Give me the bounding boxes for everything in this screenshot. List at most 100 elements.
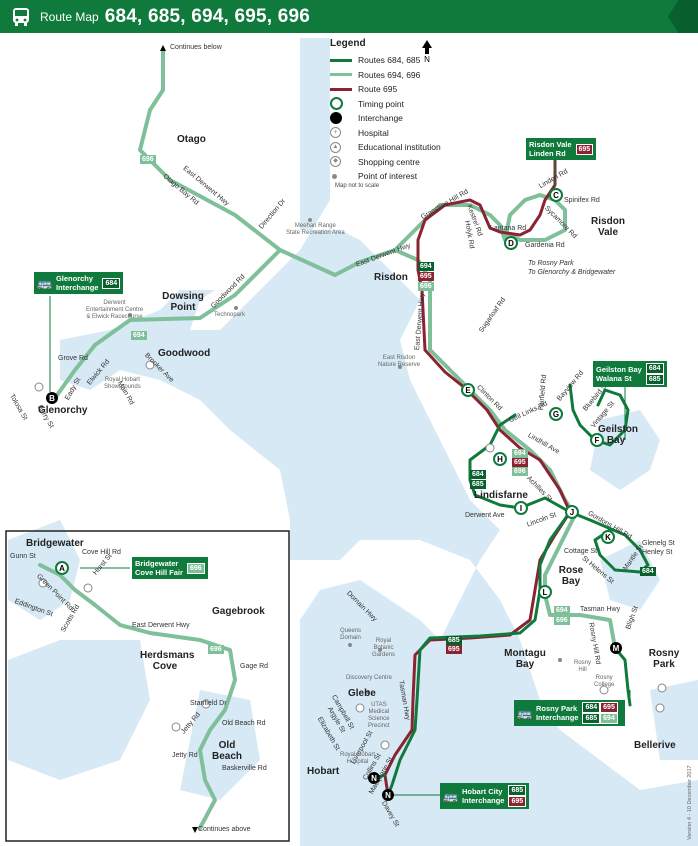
street-cove-hill-rd: Cove Hill Rd [82, 549, 121, 556]
route-chip-695-risdon: 695 [418, 272, 434, 281]
glenorchy-interchange-box[interactable]: 🚌 Glenorchy Interchange 684 [34, 272, 124, 294]
hospital-icon: + [330, 127, 341, 139]
legend-label: Educational institution [358, 142, 441, 153]
timing-point-i[interactable]: I [514, 501, 528, 515]
poi-discovery-centre: Discovery Centre [346, 675, 393, 681]
svg-text:N: N [385, 791, 391, 800]
route-chip: 685 [508, 785, 527, 796]
suburb-gagebrook: Gagebrook [212, 606, 265, 617]
timing-point-b[interactable]: B [46, 392, 58, 404]
suburb-lindisfarne: Lindisfarne [474, 490, 528, 501]
legend-row-hospital: +Hospital [330, 126, 441, 141]
shopping-icon: ◆ [330, 156, 341, 168]
route-chip: 684 [645, 363, 664, 374]
legend-row-poi: Point of interest [330, 169, 441, 184]
poi-queens-domain: Queens Domain [340, 628, 362, 641]
legend-row-timing: Timing point [330, 97, 441, 112]
legend-label: Route 695 [358, 84, 398, 95]
timing-point-l[interactable]: L [538, 585, 552, 599]
continues-below-label: Continues below [170, 44, 222, 51]
svg-text:A: A [59, 564, 65, 573]
poi-rosny-hill: Rosny Hill [574, 660, 592, 673]
interchange-name: Bridgewater Cove Hill Fair [135, 559, 183, 577]
timing-point-n2[interactable]: N [382, 789, 394, 801]
route-chip-694-lindisfarne: 694 [512, 449, 528, 458]
suburb-herdsmans-cove: Herdsmans Cove [140, 650, 195, 672]
suburb-risdon-vale: Risdon Vale [591, 216, 625, 238]
bus-icon: 🚌 [517, 705, 532, 720]
interchange-name: Rosny Park Interchange [535, 704, 579, 722]
dark-green-line-swatch [330, 58, 352, 62]
bridgewater-interchange-box[interactable]: Bridgewater Cove Hill Fair 696 [132, 557, 208, 579]
poi-utas: UTAS Medical Science Precinct [368, 702, 390, 729]
legend-label: Shopping centre [358, 156, 420, 167]
bus-icon [8, 6, 34, 28]
route-chip-695-lindisfarne: 695 [512, 458, 528, 467]
svg-text:H: H [497, 455, 503, 464]
route-chip-684-rosebay: 684 [640, 567, 656, 576]
timing-point-h[interactable]: H [493, 452, 507, 466]
timing-point-k[interactable]: K [601, 530, 615, 544]
street-grove-rd: Grove Rd [58, 355, 88, 362]
route-chip-696-lindisfarne: 696 [512, 467, 528, 476]
timing-point-a[interactable]: A [55, 561, 69, 575]
svg-text:M: M [613, 644, 620, 653]
suburb-geilston-bay: Geilston Bay [598, 424, 639, 446]
timing-point-j[interactable]: J [565, 505, 579, 519]
poi-dots [128, 218, 562, 694]
facility-icons [34, 360, 667, 750]
legend-row-695: Route 695 [330, 82, 441, 97]
street-tasman-hwy-east: Tasman Hwy [580, 606, 621, 613]
legend-row-shopping: ◆ Shopping centre [330, 155, 441, 170]
timing-point-g[interactable]: G [549, 407, 563, 421]
street-east-derwent-hwy-inset: East Derwent Hwy [132, 622, 190, 629]
header-label: Route Map [40, 9, 99, 24]
route-chip-694-rosebay: 694 [554, 606, 570, 615]
suburb-montagu-bay: Montagu Bay [504, 648, 546, 670]
svg-text:C: C [553, 191, 559, 200]
suburb-goodwood: Goodwood [158, 348, 211, 359]
svg-text:I: I [520, 504, 522, 513]
svg-text:B: B [49, 394, 55, 403]
timing-point-n1[interactable]: N [368, 772, 380, 784]
timing-point-icon [330, 97, 343, 111]
street-gardenia-rd: Gardenia Rd [525, 242, 565, 249]
timing-point-f[interactable]: F [590, 433, 604, 447]
timing-point-d[interactable]: D [504, 236, 518, 250]
svg-text:K: K [605, 533, 611, 542]
suburb-old-beach: Old Beach [211, 740, 242, 762]
suburb-bellerive: Bellerive [634, 740, 676, 751]
risdon-vale-interchange-box[interactable]: Risdon Vale Linden Rd 695 [526, 138, 597, 160]
suburb-risdon: Risdon [374, 272, 408, 283]
bus-icon: 🚌 [443, 788, 458, 803]
svg-text:E: E [465, 386, 471, 395]
interchange-dot-icon [330, 112, 342, 125]
poi-dot-icon [332, 173, 337, 179]
suburb-glebe: Glebe [348, 688, 376, 699]
timing-point-e[interactable]: E [461, 383, 475, 397]
street-gunn-st: Gunn St [10, 553, 36, 560]
suburb-bridgewater: Bridgewater [26, 538, 84, 549]
poi-meehan-range: Meehan Range State Recreation Area [286, 223, 345, 236]
route-chip-685-lindisfarne: 685 [470, 480, 486, 489]
poi-royal-hobart-hospital: Royal Hobart Hospital [340, 752, 376, 765]
map-scale-note: Map not to scale [335, 183, 380, 189]
legend: Legend Routes 684, 685 Routes 694, 696 R… [330, 38, 441, 184]
interchange-name: Geilston Bay Walana St [596, 365, 642, 383]
route-chip: 684 [102, 277, 121, 289]
street-derwent-ave: Derwent Ave [465, 512, 505, 519]
timing-point-m[interactable]: M [610, 642, 622, 654]
to-rosny-park-label: To Rosny Park [528, 260, 574, 267]
suburb-otago: Otago [177, 134, 206, 145]
legend-label: Interchange [358, 113, 403, 124]
street-old-beach-rd: Old Beach Rd [222, 720, 266, 727]
svg-text:L: L [543, 588, 548, 597]
svg-text:N: N [371, 774, 377, 783]
route-chip-684-lindisfarne: 684 [470, 470, 486, 479]
version-note: Version 4 - 10 December 2017 [687, 765, 693, 840]
rosny-park-interchange-box[interactable]: 🚌 Rosny Park Interchange 684 695 685 694 [514, 700, 626, 726]
timing-point-c[interactable]: C [549, 188, 563, 202]
interchange-name: Glenorchy Interchange [55, 274, 99, 292]
